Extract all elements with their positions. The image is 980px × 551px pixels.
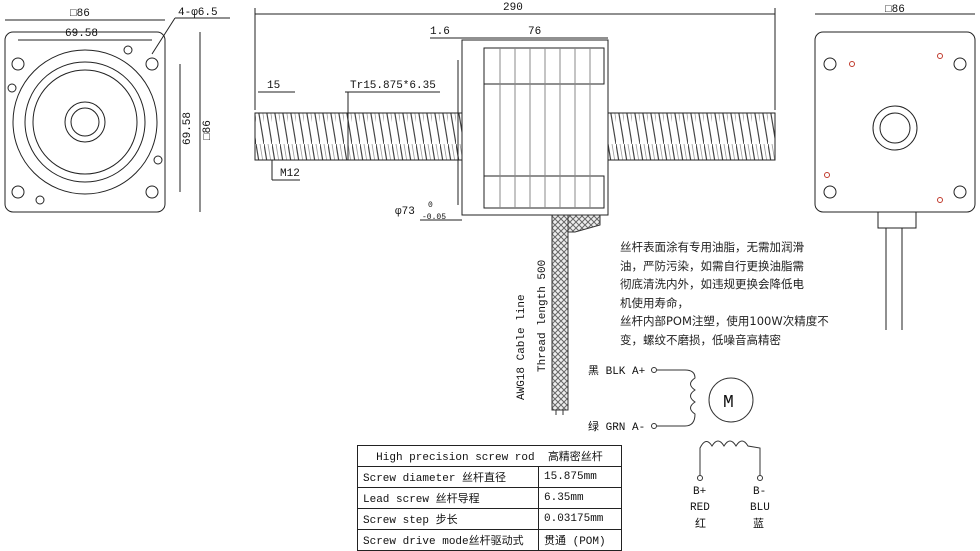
note-line: 变，螺纹不磨损，低噪音高精密 [620, 332, 781, 347]
row-value: 15.875mm [538, 466, 622, 488]
row-label: Screw step 步长 [357, 508, 539, 530]
pilot-tolerance-upper: 0 [428, 201, 433, 210]
row-value: 0.03175mm [538, 508, 622, 530]
table-row: Screw drive mode丝杆驱动式贯通 (POM) [357, 529, 622, 551]
front-hole-spacing-h: 69.58 [65, 28, 98, 40]
thread-length-label: Thread length 500 [537, 260, 549, 372]
wire-b-minus-cn: 蓝 [753, 517, 764, 531]
pilot-diameter: φ73 [395, 206, 415, 218]
front-holes-callout: 4-φ6.5 [178, 7, 218, 19]
note-line: 丝杆表面涂有专用油脂，无需加润滑 [620, 240, 804, 254]
note-line: 油，严防污染，如需自行更换油脂需 [620, 258, 804, 273]
thread-spec: Tr15.875*6.35 [350, 80, 436, 92]
wire-a-plus: 黑 BLK A+ [588, 364, 645, 378]
cable-label: AWG18 Cable line [516, 294, 528, 400]
row-value: 贯通 (POM) [538, 529, 622, 551]
row-label: Screw diameter 丝杆直径 [357, 466, 539, 488]
wire-b-minus-color: BLU [750, 502, 770, 514]
pilot-tolerance-lower: -0.05 [422, 213, 446, 222]
motor-symbol-label: M [723, 393, 734, 413]
front-width-dim: □86 [70, 8, 90, 20]
wire-b-plus-cn: 红 [695, 517, 706, 531]
screw-end-dim: 15 [267, 80, 280, 92]
spec-table: High precision screw rod 高精密丝杆 Screw dia… [357, 445, 622, 551]
rear-view [814, 13, 976, 330]
header-cn: 高精密丝杆 [547, 452, 603, 464]
cable [551, 214, 601, 415]
table-header-row: High precision screw rod 高精密丝杆 [357, 445, 622, 467]
wire-a-minus: 绿 GRN A- [588, 419, 645, 434]
row-value: 6.35mm [538, 487, 622, 509]
offset-dim: 1.6 [430, 26, 450, 38]
row-label: Lead screw 丝杆导程 [357, 487, 539, 509]
front-height-dim: □86 [202, 120, 214, 140]
front-hole-spacing-v: 69.58 [182, 112, 194, 145]
wire-b-plus: B+ [693, 486, 706, 498]
table-header: High precision screw rod 高精密丝杆 [357, 445, 622, 467]
note-line: 机使用寿命， [620, 295, 689, 310]
note-line: 丝杆内部POM注塑，使用100W次精度不 [620, 314, 829, 328]
lubrication-note: 丝杆表面涂有专用油脂，无需加润滑 油，严防污染，如需自行更换油脂需 彻底清洗内外… [620, 238, 850, 349]
body-length-dim: 76 [528, 26, 541, 38]
wiring-schematic [651, 367, 763, 481]
header-en: High precision screw rod [376, 452, 535, 464]
front-view [4, 17, 230, 213]
thread-end-spec: M12 [280, 168, 300, 180]
rear-width-dim: □86 [885, 4, 905, 16]
wire-b-plus-color: RED [690, 502, 710, 514]
note-line: 彻底清洗内外，如违规更换会降低电 [620, 277, 804, 291]
row-label: Screw drive mode丝杆驱动式 [357, 529, 539, 551]
wire-b-minus: B- [753, 486, 766, 498]
total-length-dim: 290 [503, 2, 523, 14]
side-view [254, 8, 776, 221]
